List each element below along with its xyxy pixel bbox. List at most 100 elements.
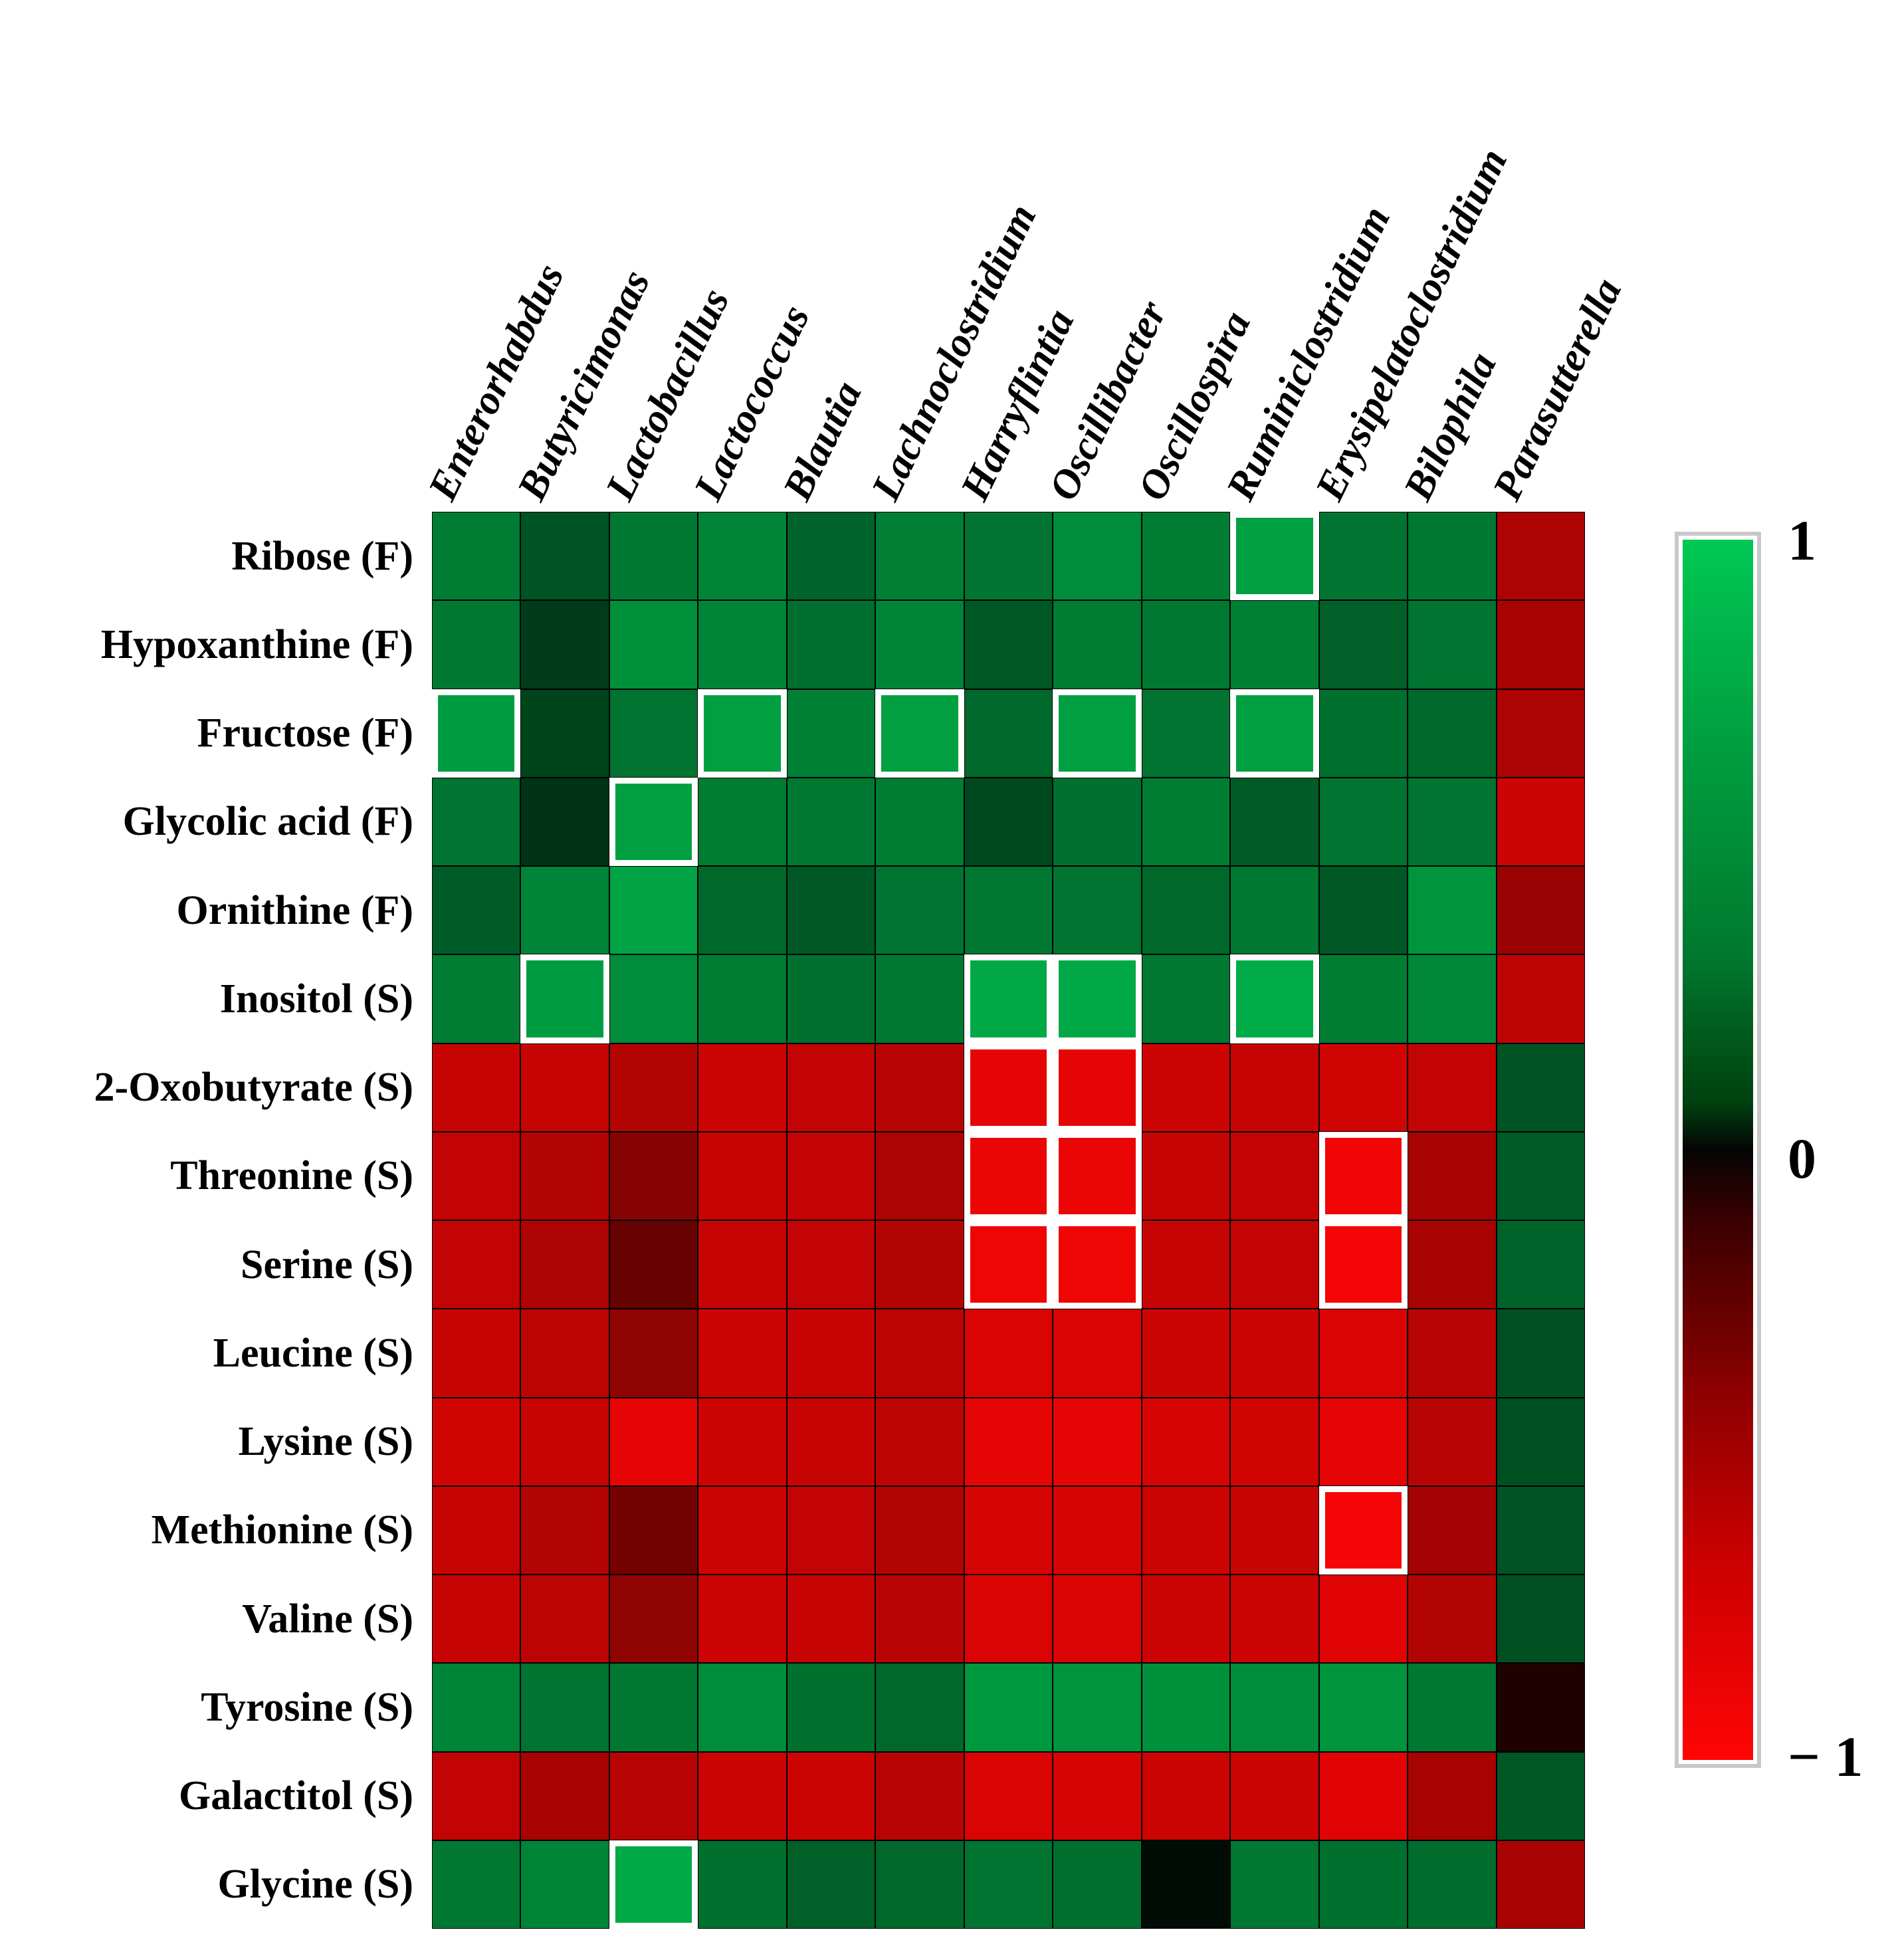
heatmap-cell[interactable] — [875, 1663, 964, 1752]
heatmap-cell[interactable] — [1496, 512, 1585, 601]
heatmap-cell[interactable] — [520, 1043, 609, 1132]
heatmap-cell[interactable] — [432, 1751, 521, 1840]
heatmap-cell[interactable] — [432, 1043, 521, 1132]
heatmap-cell[interactable] — [1141, 689, 1231, 778]
heatmap-cell[interactable] — [786, 1043, 876, 1132]
heatmap-cell[interactable] — [1141, 777, 1231, 866]
heatmap-cell[interactable] — [875, 1397, 964, 1486]
heatmap-cell[interactable] — [1496, 1663, 1585, 1752]
heatmap-cell[interactable] — [1230, 512, 1319, 601]
heatmap-cell[interactable] — [964, 600, 1053, 689]
heatmap-cell[interactable] — [1408, 600, 1497, 689]
heatmap-cell[interactable] — [1496, 600, 1585, 689]
heatmap-cell[interactable] — [786, 1840, 876, 1929]
heatmap-cell[interactable] — [786, 600, 876, 689]
heatmap-cell[interactable] — [609, 1575, 698, 1664]
heatmap-cell[interactable] — [1141, 1043, 1231, 1132]
heatmap-cell[interactable] — [875, 1751, 964, 1840]
heatmap-cell[interactable] — [1408, 689, 1497, 778]
heatmap-cell[interactable] — [432, 600, 521, 689]
heatmap-cell[interactable] — [1053, 600, 1142, 689]
heatmap-cell[interactable] — [520, 866, 609, 955]
heatmap-cell[interactable] — [698, 600, 787, 689]
heatmap-cell[interactable] — [1053, 866, 1142, 955]
heatmap-cell[interactable] — [520, 600, 609, 689]
heatmap-cell[interactable] — [1408, 1485, 1497, 1575]
heatmap-cell[interactable] — [964, 512, 1053, 601]
heatmap-cell[interactable] — [786, 1485, 876, 1575]
heatmap-cell[interactable] — [1496, 689, 1585, 778]
heatmap-cell[interactable] — [1496, 866, 1585, 955]
heatmap-cell[interactable] — [964, 1220, 1053, 1309]
heatmap-cell[interactable] — [1408, 1131, 1497, 1220]
heatmap-cell[interactable] — [698, 954, 787, 1043]
heatmap-cell[interactable] — [698, 1131, 787, 1220]
heatmap-cell[interactable] — [786, 1751, 876, 1840]
heatmap-cell[interactable] — [964, 1131, 1053, 1220]
heatmap-cell[interactable] — [432, 1220, 521, 1309]
heatmap-cell[interactable] — [1230, 777, 1319, 866]
heatmap-cell[interactable] — [1408, 1663, 1497, 1752]
heatmap-cell[interactable] — [1141, 954, 1231, 1043]
heatmap-cell[interactable] — [609, 1131, 698, 1220]
heatmap-cell[interactable] — [1230, 1751, 1319, 1840]
heatmap-cell[interactable] — [520, 1663, 609, 1752]
heatmap-cell[interactable] — [786, 1663, 876, 1752]
heatmap-cell[interactable] — [1318, 954, 1408, 1043]
heatmap-cell[interactable] — [875, 1485, 964, 1575]
heatmap-cell[interactable] — [432, 866, 521, 955]
heatmap-cell[interactable] — [1408, 1751, 1497, 1840]
heatmap-cell[interactable] — [609, 1840, 698, 1929]
heatmap-cell[interactable] — [1053, 689, 1142, 778]
heatmap-cell[interactable] — [1053, 1131, 1142, 1220]
heatmap-cell[interactable] — [609, 1663, 698, 1752]
heatmap-cell[interactable] — [1318, 1663, 1408, 1752]
heatmap-cell[interactable] — [432, 1575, 521, 1664]
heatmap-cell[interactable] — [1496, 1043, 1585, 1132]
heatmap-cell[interactable] — [964, 1309, 1053, 1398]
heatmap-cell[interactable] — [1053, 512, 1142, 601]
heatmap-cell[interactable] — [1408, 1220, 1497, 1309]
heatmap-cell[interactable] — [1408, 1043, 1497, 1132]
heatmap-cell[interactable] — [1141, 1575, 1231, 1664]
heatmap-cell[interactable] — [432, 954, 521, 1043]
heatmap-cell[interactable] — [1318, 600, 1408, 689]
heatmap-cell[interactable] — [1230, 1575, 1319, 1664]
heatmap-cell[interactable] — [1230, 1043, 1319, 1132]
heatmap-cell[interactable] — [520, 512, 609, 601]
heatmap-cell[interactable] — [609, 1043, 698, 1132]
heatmap-cell[interactable] — [964, 1397, 1053, 1486]
heatmap-cell[interactable] — [609, 600, 698, 689]
heatmap-cell[interactable] — [432, 777, 521, 866]
heatmap-cell[interactable] — [875, 1043, 964, 1132]
heatmap-cell[interactable] — [1318, 1751, 1408, 1840]
heatmap-cell[interactable] — [698, 1840, 787, 1929]
heatmap-cell[interactable] — [1496, 1220, 1585, 1309]
heatmap-cell[interactable] — [1141, 512, 1231, 601]
heatmap-cell[interactable] — [875, 1309, 964, 1398]
heatmap-cell[interactable] — [1053, 1309, 1142, 1398]
heatmap-cell[interactable] — [609, 1485, 698, 1575]
heatmap-cell[interactable] — [1408, 512, 1497, 601]
heatmap-cell[interactable] — [1230, 1397, 1319, 1486]
heatmap-cell[interactable] — [1318, 1220, 1408, 1309]
heatmap-cell[interactable] — [1053, 1220, 1142, 1309]
heatmap-cell[interactable] — [432, 1309, 521, 1398]
heatmap-cell[interactable] — [786, 689, 876, 778]
heatmap-cell[interactable] — [786, 1397, 876, 1486]
heatmap-cell[interactable] — [1053, 777, 1142, 866]
heatmap-cell[interactable] — [1053, 1575, 1142, 1664]
heatmap-cell[interactable] — [1318, 1309, 1408, 1398]
heatmap-cell[interactable] — [1053, 1397, 1142, 1486]
heatmap-cell[interactable] — [786, 866, 876, 955]
heatmap-cell[interactable] — [520, 1309, 609, 1398]
heatmap-cell[interactable] — [1496, 954, 1585, 1043]
heatmap-cell[interactable] — [1496, 1575, 1585, 1664]
heatmap-cell[interactable] — [964, 777, 1053, 866]
heatmap-cell[interactable] — [698, 1751, 787, 1840]
heatmap-cell[interactable] — [432, 1485, 521, 1575]
heatmap-cell[interactable] — [609, 954, 698, 1043]
heatmap-cell[interactable] — [520, 1485, 609, 1575]
heatmap-cell[interactable] — [698, 689, 787, 778]
heatmap-cell[interactable] — [1053, 1751, 1142, 1840]
